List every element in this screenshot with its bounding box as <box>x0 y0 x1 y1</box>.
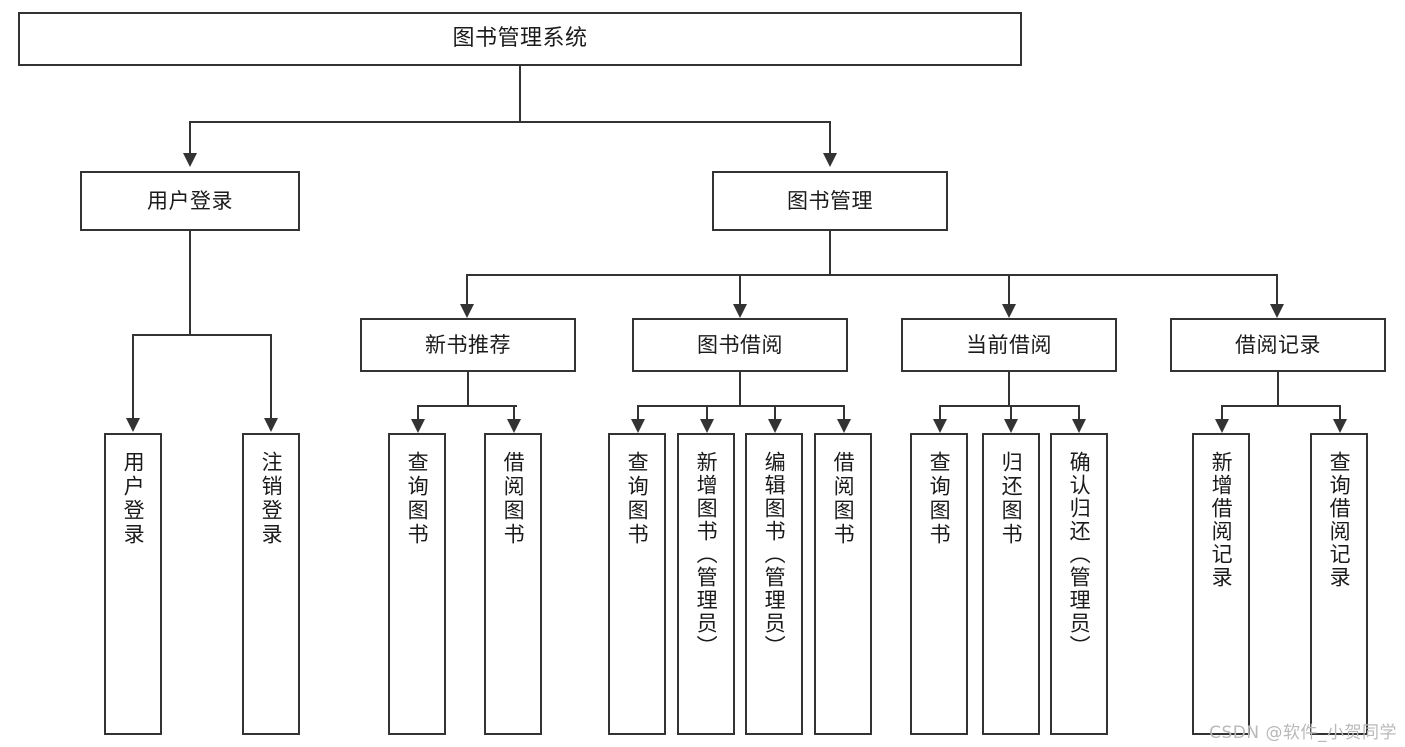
connector-borrow-bar <box>637 405 845 407</box>
node-borrow-records[interactable]: 借阅记录 <box>1170 318 1386 372</box>
arrowhead-current-leaf-1 <box>1004 419 1018 433</box>
node-label: 新增图书（管理员） <box>694 451 719 658</box>
connector-bookmgmt-to-l3-0 <box>466 274 468 304</box>
arrowhead-newbook-leaf-0 <box>411 419 425 433</box>
node-book-management[interactable]: 图书管理 <box>712 171 948 231</box>
arrowhead-borrow-leaf-2 <box>768 419 782 433</box>
connector-login-to-leaf-0 <box>132 334 134 418</box>
node-label: 借阅图书 <box>501 451 526 547</box>
node-label: 用户登录 <box>147 188 233 213</box>
node-label: 借阅图书 <box>831 451 856 547</box>
leaf-newbook-borrow-book[interactable]: 借阅图书 <box>484 433 542 735</box>
connector-bookmgmt-bar <box>466 274 1278 276</box>
arrowhead-login-leaf-1 <box>264 418 278 432</box>
leaf-borrow-borrow-book[interactable]: 借阅图书 <box>814 433 872 735</box>
connector-root-bar <box>189 121 831 123</box>
leaf-borrow-add-book-admin[interactable]: 新增图书（管理员） <box>677 433 735 735</box>
leaf-current-search-book[interactable]: 查询图书 <box>910 433 968 735</box>
arrowhead-l3-3 <box>1270 304 1284 318</box>
connector-records-bar <box>1221 405 1339 407</box>
node-label: 查询图书 <box>405 451 430 547</box>
connector-newbook-to-leaf-0 <box>417 405 419 419</box>
connector-records-to-leaf-0 <box>1221 405 1223 419</box>
arrowhead-records-leaf-1 <box>1333 419 1347 433</box>
connector-newbook-to-leaf-1 <box>513 405 515 419</box>
arrowhead-newbook-leaf-1 <box>507 419 521 433</box>
leaf-records-add-record[interactable]: 新增借阅记录 <box>1192 433 1250 735</box>
node-label: 新书推荐 <box>425 332 511 357</box>
connector-bookmgmt-to-l3-3 <box>1276 274 1278 304</box>
node-label: 图书管理 <box>787 188 873 213</box>
node-label: 编辑图书（管理员） <box>762 451 787 658</box>
connector-login-to-leaf-1 <box>270 334 272 418</box>
connector-current-to-leaf-1 <box>1010 405 1012 419</box>
connector-root-stem <box>519 66 521 122</box>
arrowhead-current-leaf-2 <box>1072 419 1086 433</box>
arrowhead-borrow-leaf-1 <box>700 419 714 433</box>
node-label: 图书借阅 <box>697 332 783 357</box>
leaf-borrow-search-book[interactable]: 查询图书 <box>608 433 666 735</box>
leaf-current-return-book[interactable]: 归还图书 <box>982 433 1040 735</box>
connector-borrow-to-leaf-0 <box>637 405 639 419</box>
arrowhead-records-leaf-0 <box>1215 419 1229 433</box>
connector-login-stem <box>189 231 191 335</box>
node-label: 查询图书 <box>625 451 650 547</box>
connector-borrow-to-leaf-2 <box>774 405 776 419</box>
node-label: 借阅记录 <box>1235 332 1321 357</box>
arrowhead-root-to-bookmgmt <box>823 153 837 167</box>
leaf-logout[interactable]: 注销登录 <box>242 433 300 735</box>
arrowhead-root-to-login <box>183 153 197 167</box>
connector-newbook-stem <box>467 372 469 406</box>
node-label: 查询借阅记录 <box>1327 451 1352 589</box>
node-new-book-recommend[interactable]: 新书推荐 <box>360 318 576 372</box>
connector-login-bar <box>132 334 270 336</box>
connector-borrow-stem <box>739 372 741 406</box>
connector-current-to-leaf-0 <box>939 405 941 419</box>
connector-current-stem <box>1008 372 1010 406</box>
connector-newbook-bar <box>417 405 517 407</box>
connector-bookmgmt-stem <box>829 231 831 275</box>
node-user-login[interactable]: 用户登录 <box>80 171 300 231</box>
connector-root-to-bookmgmt <box>829 121 831 153</box>
connector-borrow-to-leaf-1 <box>706 405 708 419</box>
node-label: 查询图书 <box>927 451 952 547</box>
connector-bookmgmt-to-l3-2 <box>1008 274 1010 304</box>
connector-records-to-leaf-1 <box>1339 405 1341 419</box>
connector-borrow-to-leaf-3 <box>843 405 845 419</box>
leaf-records-search-record[interactable]: 查询借阅记录 <box>1310 433 1368 735</box>
node-current-borrow[interactable]: 当前借阅 <box>901 318 1117 372</box>
leaf-borrow-edit-book-admin[interactable]: 编辑图书（管理员） <box>745 433 803 735</box>
node-label: 新增借阅记录 <box>1209 451 1234 589</box>
connector-bookmgmt-to-l3-1 <box>739 274 741 304</box>
connector-records-stem <box>1277 372 1279 406</box>
node-label: 确认归还（管理员） <box>1067 451 1092 658</box>
node-label: 当前借阅 <box>966 332 1052 357</box>
connector-current-bar <box>939 405 1079 407</box>
node-label: 用户登录 <box>121 451 146 547</box>
node-label: 图书管理系统 <box>452 26 588 52</box>
arrowhead-l3-1 <box>733 304 747 318</box>
node-book-borrow[interactable]: 图书借阅 <box>632 318 848 372</box>
arrowhead-current-leaf-0 <box>933 419 947 433</box>
arrowhead-borrow-leaf-0 <box>631 419 645 433</box>
arrowhead-l3-2 <box>1002 304 1016 318</box>
leaf-current-confirm-return-admin[interactable]: 确认归还（管理员） <box>1050 433 1108 735</box>
connector-current-to-leaf-2 <box>1078 405 1080 419</box>
node-label: 注销登录 <box>259 451 284 547</box>
leaf-newbook-search-book[interactable]: 查询图书 <box>388 433 446 735</box>
leaf-user-login[interactable]: 用户登录 <box>104 433 162 735</box>
arrowhead-borrow-leaf-3 <box>837 419 851 433</box>
node-root-system[interactable]: 图书管理系统 <box>18 12 1022 66</box>
arrowhead-l3-0 <box>460 304 474 318</box>
arrowhead-login-leaf-0 <box>126 418 140 432</box>
connector-root-to-login <box>189 121 191 153</box>
node-label: 归还图书 <box>999 451 1024 547</box>
